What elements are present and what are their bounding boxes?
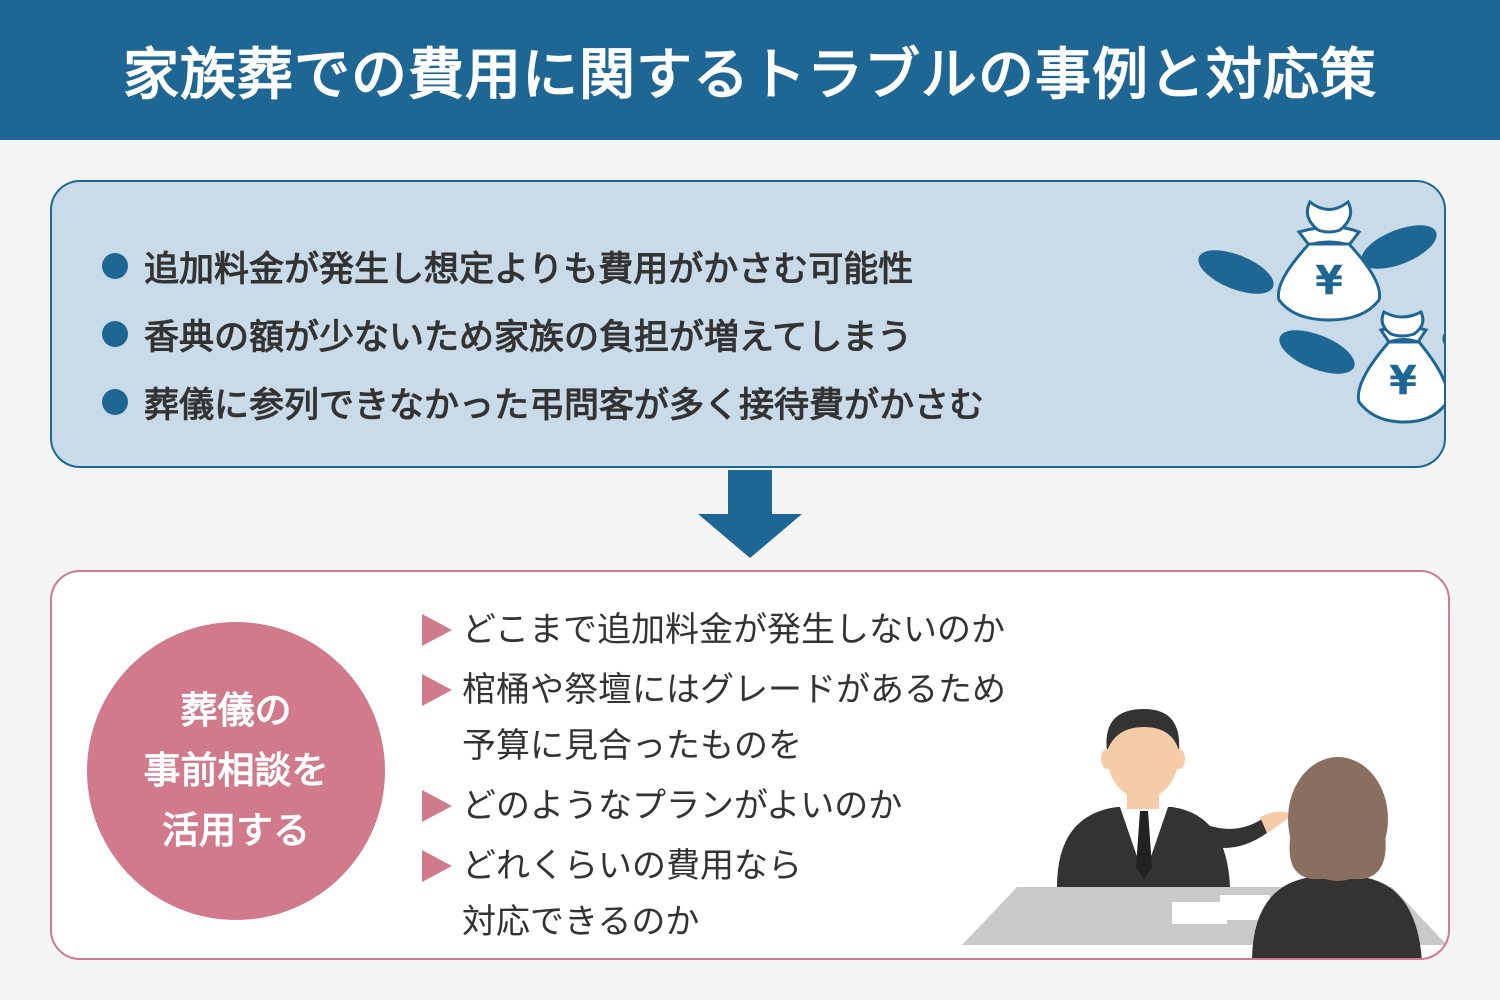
bullet-dot-icon	[102, 321, 128, 347]
triangle-bullet-icon	[422, 614, 452, 646]
yen-symbol: ¥	[1315, 258, 1343, 304]
solution-panel: 葬儀の 事前相談を 活用する どこまで追加料金が発生しないのか 棺桶や祭壇にはグ…	[50, 570, 1450, 960]
down-arrow-icon	[698, 470, 802, 558]
tip-item: どれくらいの費用なら 対応できるのか	[422, 838, 1006, 950]
tip-text: 棺桶や祭壇にはグレードがあるため 予算に見合ったものを	[462, 662, 1006, 774]
problem-text: 葬儀に参列できなかった弔問客が多く接待費がかさむ	[144, 377, 984, 428]
header-bar: 家族葬での費用に関するトラブルの事例と対応策	[0, 0, 1500, 140]
document-paper	[1172, 902, 1227, 924]
tip-text: どこまで追加料金が発生しないのか	[462, 602, 1005, 658]
problem-item: 追加料金が発生し想定よりも費用がかさむ可能性	[102, 232, 984, 300]
flying-money-bag-icon: ¥	[1193, 202, 1443, 320]
problem-item: 香典の額が少ないため家族の負担が増えてしまう	[102, 300, 984, 368]
problem-text: 香典の額が少ないため家族の負担が増えてしまう	[144, 309, 912, 360]
page-title: 家族葬での費用に関するトラブルの事例と対応策	[123, 30, 1377, 111]
tip-text: どれくらいの費用なら 対応できるのか	[462, 838, 802, 950]
yen-symbol: ¥	[1389, 358, 1417, 404]
problem-text: 追加料金が発生し想定よりも費用がかさむ可能性	[144, 241, 913, 292]
staff-figure	[1057, 709, 1292, 887]
tip-list: どこまで追加料金が発生しないのか 棺桶や祭壇にはグレードがあるため 予算に見合っ…	[422, 602, 1006, 954]
tip-item: どこまで追加料金が発生しないのか	[422, 602, 1006, 658]
triangle-bullet-icon	[422, 790, 452, 822]
consultation-illustration	[962, 707, 1450, 960]
problem-list: 追加料金が発生し想定よりも費用がかさむ可能性 香典の額が少ないため家族の負担が増…	[102, 232, 984, 436]
bullet-dot-icon	[102, 253, 128, 279]
problems-panel: 追加料金が発生し想定よりも費用がかさむ可能性 香典の額が少ないため家族の負担が増…	[50, 180, 1446, 468]
solution-circle: 葬儀の 事前相談を 活用する	[87, 622, 385, 920]
tip-item: どのようなプランがよいのか	[422, 778, 1006, 834]
triangle-bullet-icon	[422, 674, 452, 706]
bullet-dot-icon	[102, 389, 128, 415]
problem-item: 葬儀に参列できなかった弔問客が多く接待費がかさむ	[102, 368, 984, 436]
customer-figure	[1252, 757, 1422, 960]
triangle-bullet-icon	[422, 850, 452, 882]
money-icons: ¥ ¥	[1144, 182, 1444, 468]
tip-item: 棺桶や祭壇にはグレードがあるため 予算に見合ったものを	[422, 662, 1006, 774]
tip-text: どのようなプランがよいのか	[462, 778, 902, 834]
solution-circle-text: 葬儀の 事前相談を 活用する	[144, 681, 329, 861]
